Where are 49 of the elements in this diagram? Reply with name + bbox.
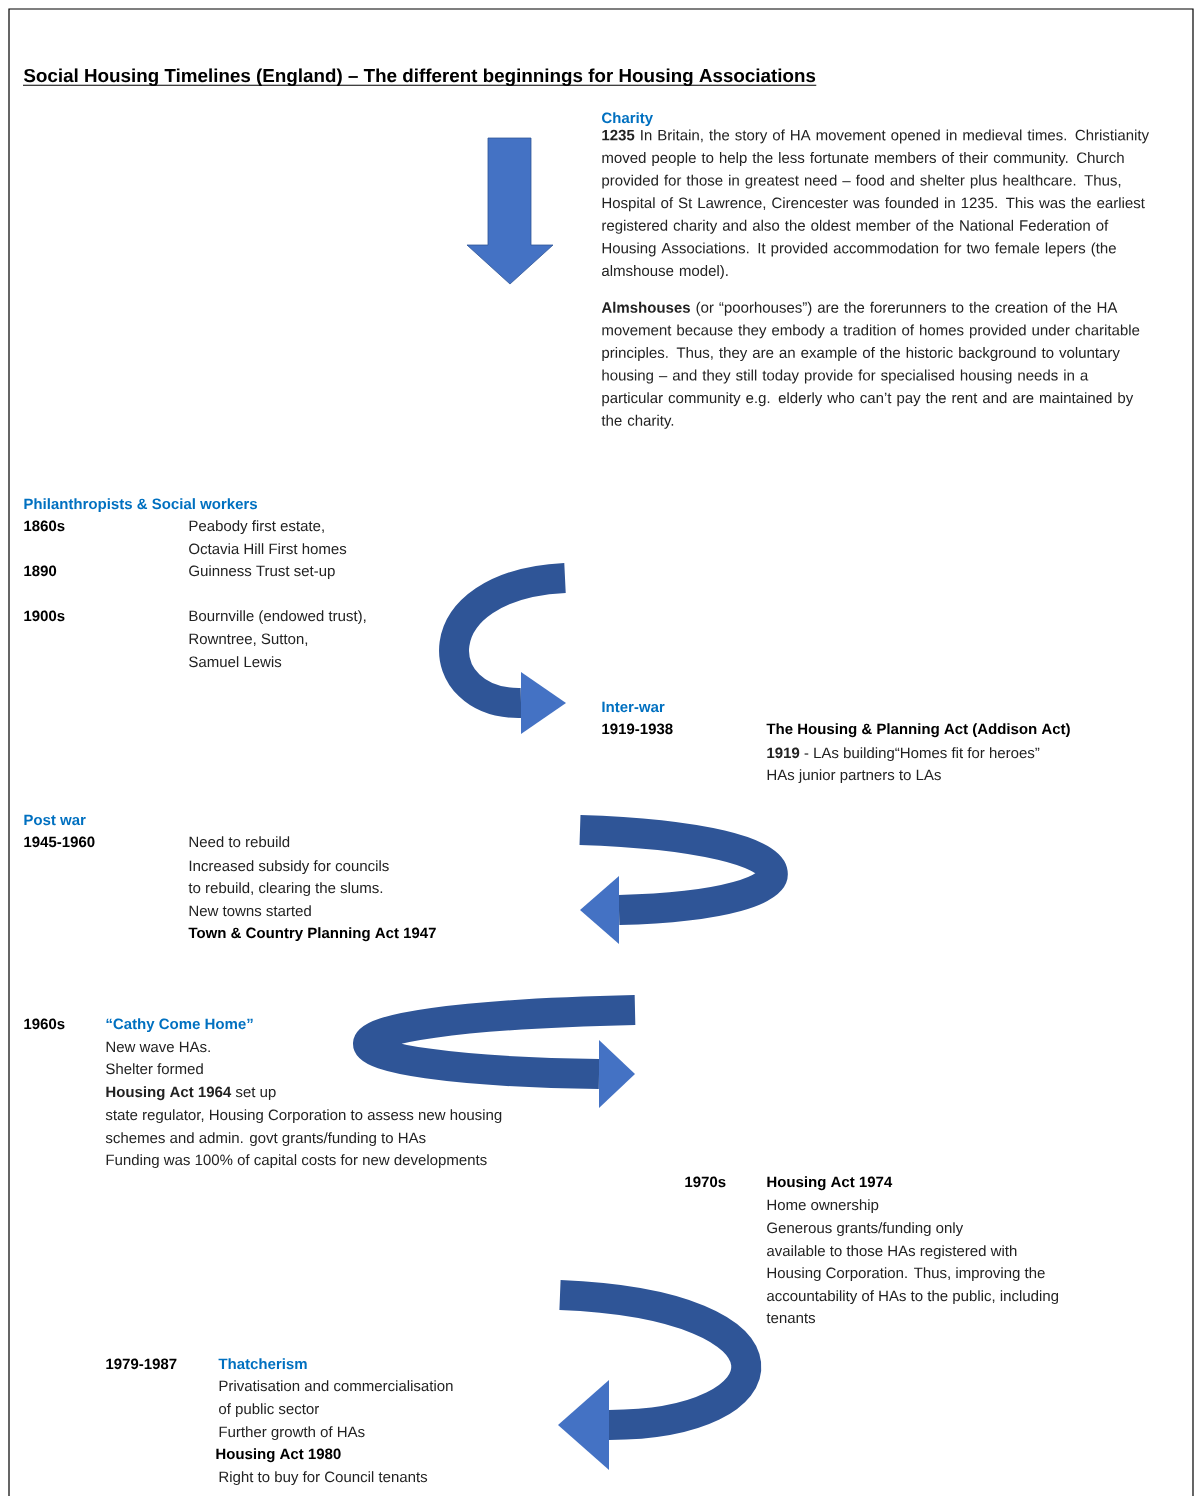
timeline-text: Housing Corporation. Thus, improving the — [767, 1267, 1045, 1282]
timeline-text: Peabody first estate, — [189, 520, 324, 535]
timeline-text: Need to rebuild — [189, 836, 290, 848]
date-label: The Housing & Planning Act (Addison Act) — [766, 723, 1070, 738]
timeline-text: Bournville (endowed trust), — [189, 610, 366, 625]
timeline-text: accountability of HAs to the public, including — [767, 1290, 1059, 1305]
section-heading: Charity — [602, 112, 653, 127]
timeline-text: Octavia Hill First homes — [189, 543, 347, 555]
timeline-text: state regulator, Housing Corporation to assess new housing — [105, 1109, 502, 1124]
timeline-text: Privatisation and commercialisation — [219, 1380, 453, 1392]
date-label: 1970s — [685, 1176, 726, 1188]
text-paragraph: Almshouses (or “poorhouses”) are the forerunners to the creation of the HA movement because they embody a tradition of homes provided under charitable principles. Thus, they are an example of the historic background to voluntary housing – and they still today provide for specialised housing needs in a particular community e.g. elderly who can’t pay the rent and are maintained by the charity. — [601, 301, 1140, 429]
date-label: 1860s — [24, 520, 65, 532]
timeline-text: Increased subsidy for councils — [189, 860, 389, 875]
text-paragraph: 1235 In Britain, the story of HA movement opened in medieval times. Christianity moved people to help the less fortunate members of their community. Church provided for those in greatest need – food and shelter plus healthcare. Thus, Hospital of St Lawrence, Cirencester was founded in 1235. This was the earliest registered charity and also the oldest member of the National Federation of Housing Associations. It provided accommodation for two female lepers (the almshouse model). — [602, 129, 1149, 279]
timeline-text: Generous grants/funding only — [767, 1222, 964, 1237]
timeline-text: Shelter formed — [106, 1063, 203, 1075]
date-label: 1890 — [24, 565, 57, 577]
timeline-text: Guinness Trust set-up — [189, 565, 335, 580]
timeline-text: tenants — [766, 1313, 816, 1324]
timeline-text: available to those HAs registered with — [767, 1245, 1017, 1260]
timeline-text: 1919 - LAs building“Homes fit for heroes” — [767, 747, 1040, 762]
date-label: Housing Act 1974 — [767, 1176, 893, 1191]
timeline-text: Right to buy for Council tenants — [219, 1471, 428, 1486]
timeline-text: Samuel Lewis — [189, 656, 282, 668]
timeline-text: New towns started — [189, 905, 311, 917]
section-heading: Thatcherism — [218, 1358, 307, 1370]
date-label: 1960s — [24, 1018, 65, 1030]
timeline-text: Rowntree, Sutton, — [189, 633, 308, 646]
timeline-text: of public sector — [219, 1403, 319, 1418]
timeline-text: schemes and admin. govt grants/funding to HAs — [105, 1132, 426, 1147]
date-label: 1979-1987 — [106, 1358, 177, 1370]
date-label: 1919-1938 — [602, 723, 673, 735]
timeline-text: Further growth of HAs — [219, 1426, 365, 1441]
section-heading: “Cathy Come Home” — [106, 1018, 253, 1033]
timeline-text: Home ownership — [767, 1199, 879, 1214]
date-label: 1900s — [24, 610, 65, 622]
timeline-text: Funding was 100% of capital costs for new developments — [106, 1154, 487, 1169]
date-label: 1945-1960 — [24, 836, 95, 848]
date-label: Town & Country Planning Act 1947 — [188, 927, 436, 942]
timeline-text: Housing Act 1964 set up — [106, 1086, 276, 1101]
timeline-text: to rebuild, clearing the slums. — [188, 882, 383, 897]
date-label: Housing Act 1980 — [216, 1448, 341, 1463]
page-title: Social Housing Timelines (England) – The different beginnings for Housing Associations — [22, 68, 817, 86]
timeline-text: New wave HAs. — [106, 1041, 210, 1053]
section-heading: Post war — [24, 814, 86, 826]
timeline-text: HAs junior partners to LAs — [767, 769, 941, 784]
section-heading: Philanthropists & Social workers — [24, 498, 257, 513]
section-heading: Inter-war — [602, 701, 665, 713]
